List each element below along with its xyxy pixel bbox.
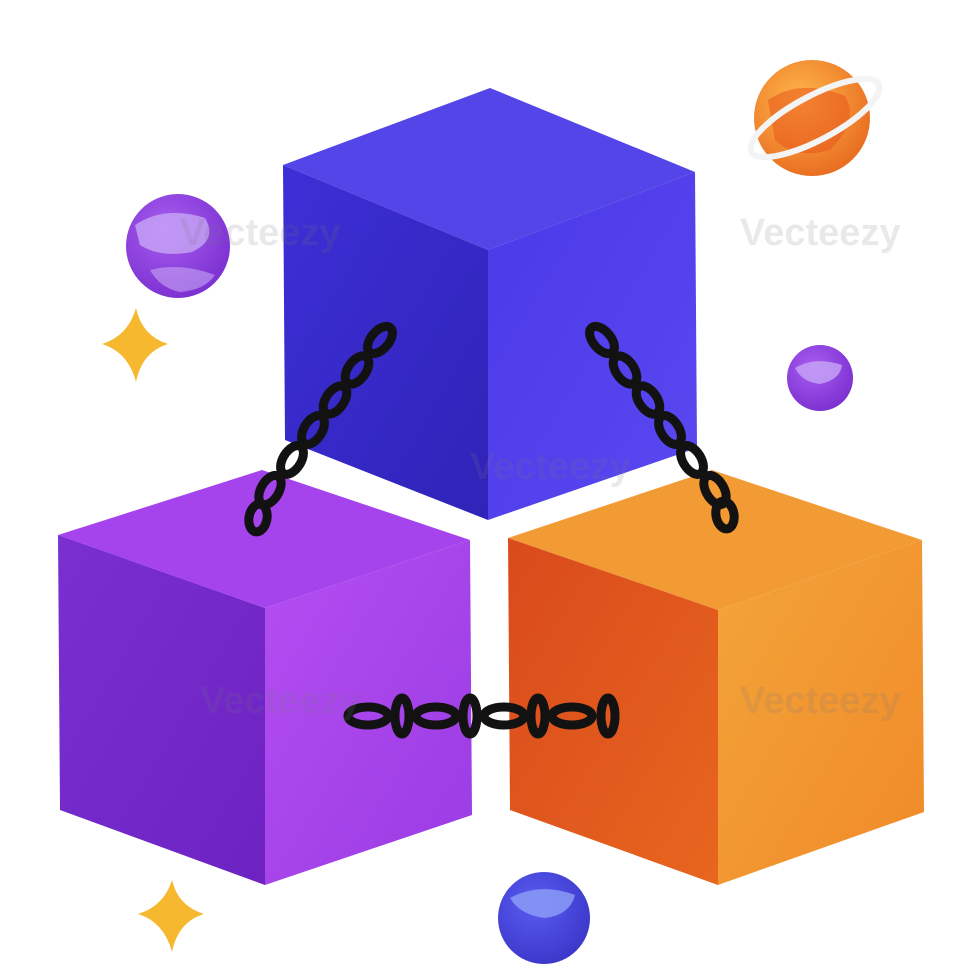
blue-planet-icon bbox=[498, 872, 590, 964]
star-icon bbox=[102, 308, 168, 382]
purple-cube bbox=[58, 470, 472, 885]
watermark-text: Vecteezy bbox=[740, 212, 901, 254]
chain-right bbox=[585, 321, 739, 534]
watermark-text: Vecteezy bbox=[180, 212, 341, 254]
watermark-text: Vecteezy bbox=[740, 680, 901, 722]
small-purple-planet-icon bbox=[787, 345, 853, 411]
star-icon-bottom bbox=[138, 880, 204, 952]
chain-bottom bbox=[343, 693, 620, 739]
watermark-text: Vecteezy bbox=[200, 680, 361, 722]
chain-left bbox=[244, 321, 397, 537]
orange-cube bbox=[508, 470, 924, 885]
watermark-text: Vecteezy bbox=[470, 446, 631, 488]
saturn-planet-icon bbox=[747, 60, 883, 176]
purple-planet-icon bbox=[126, 194, 230, 298]
